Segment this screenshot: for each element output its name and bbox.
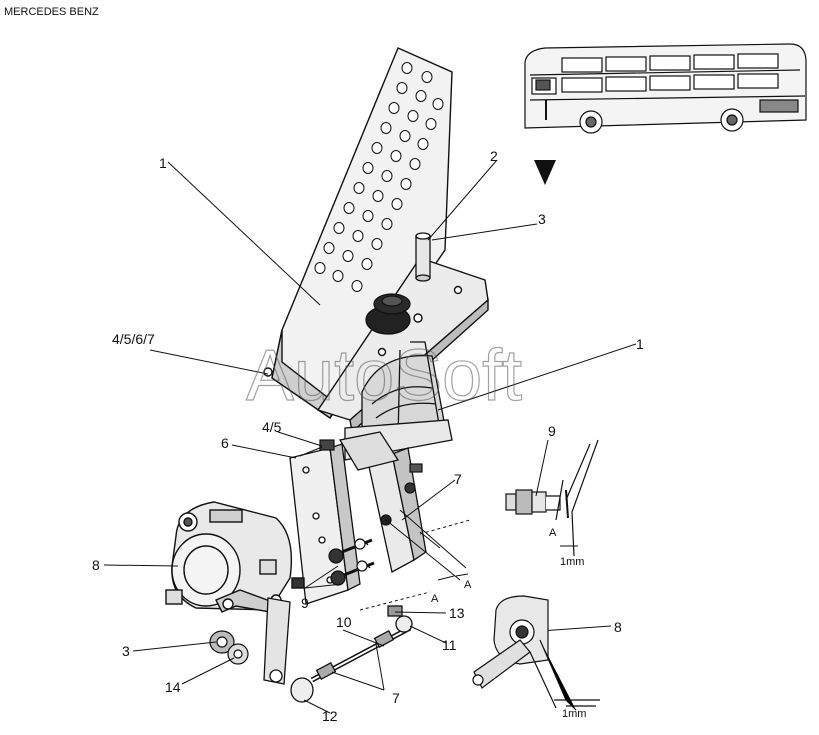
ball-joint-end	[290, 677, 314, 703]
pedal-return-spring-housing	[344, 341, 453, 461]
callout-3-washer: 3	[122, 643, 130, 659]
callout-7-bracket: 7	[454, 471, 462, 487]
measurement-1mm-top: 1mm	[560, 556, 584, 568]
callout-9-bolts: 9	[301, 595, 309, 611]
callout-1-spring: 1	[636, 336, 644, 352]
cylinder-lever	[263, 597, 291, 685]
accelerator-pedal	[263, 47, 453, 420]
callout-a-dimension-1: A	[464, 579, 472, 591]
callout-12: 12	[322, 708, 338, 724]
detail-stop-screw	[505, 439, 599, 557]
callout-8-cylinder: 8	[92, 557, 100, 573]
callout-10: 10	[336, 614, 352, 630]
bolt-nut-upper	[328, 548, 344, 564]
callout-13: 13	[449, 605, 465, 621]
mounting-bracket	[289, 431, 427, 605]
callout-11: 11	[442, 637, 457, 653]
callout-1-pedal: 1	[159, 155, 167, 171]
callout-7-rod: 7	[392, 690, 400, 706]
callout-a-detail: A	[549, 527, 557, 539]
location-arrow-icon	[534, 118, 556, 185]
detail-cylinder-lever	[472, 595, 600, 711]
callout-2: 2	[490, 148, 498, 164]
callout-6: 6	[221, 435, 229, 451]
bracket-bolts	[299, 439, 423, 586]
lever-washers	[209, 630, 249, 665]
callout-8-detail: 8	[614, 619, 622, 635]
callout-a-dimension-2: A	[431, 593, 439, 605]
clearance-dimension	[359, 509, 471, 611]
pedal-rubber-stop	[365, 293, 411, 335]
brand-label: MERCEDES BENZ	[4, 6, 99, 18]
pedal-anti-slip-pads	[314, 62, 444, 292]
accelerator-cylinder	[165, 501, 305, 613]
callout-9-detail: 9	[548, 423, 556, 439]
bus-windows	[561, 53, 779, 93]
measurement-1mm-bottom: 1mm	[562, 708, 586, 720]
leader-lines	[103, 159, 637, 714]
callout-4-5-6-7: 4/5/6/7	[112, 331, 155, 347]
callout-3-top: 3	[538, 211, 546, 227]
watermark: AutoSoft	[246, 336, 522, 416]
bus-inset	[524, 43, 807, 134]
callout-4-5: 4/5	[262, 419, 282, 435]
bolt-nut-lower	[330, 570, 346, 586]
callout-labels: 1 2 3 4/5/6/7 1 4/5 6 7 8 9 13 10 11 3 1…	[92, 148, 644, 724]
pedal-pivot-stud	[415, 232, 431, 282]
callout-14: 14	[165, 679, 181, 695]
adjusting-linkage-rod	[290, 605, 413, 703]
